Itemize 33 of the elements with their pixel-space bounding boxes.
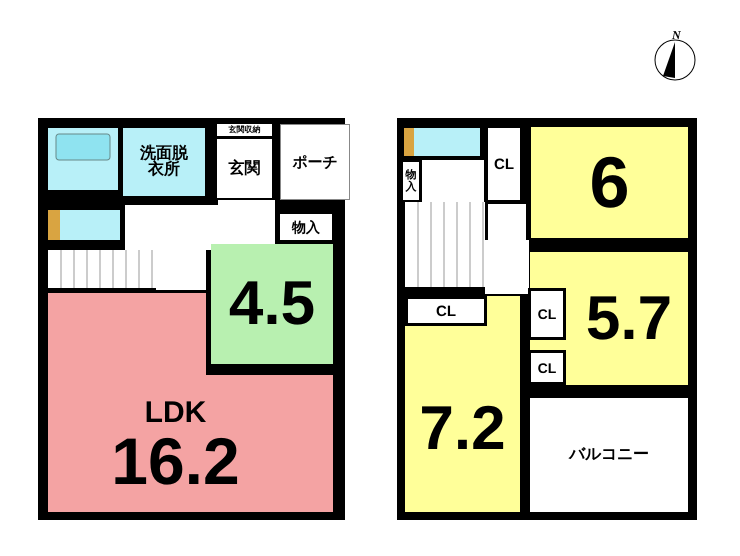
room-area	[528, 350, 566, 385]
room-area	[217, 124, 272, 136]
room-area	[530, 252, 688, 385]
room-area	[405, 296, 520, 512]
room-size: 5.7	[586, 288, 672, 350]
room-name: バルコニー	[569, 447, 649, 463]
room-area	[211, 244, 333, 364]
north-label: N	[672, 28, 681, 43]
room-area	[405, 296, 487, 326]
room-size: 7.2	[419, 398, 506, 460]
room-area	[530, 398, 688, 512]
room-name: 物入	[406, 168, 416, 194]
room-name: 物入	[292, 220, 320, 234]
room-name: ポーチ	[292, 154, 338, 170]
room-area	[531, 127, 688, 238]
room-area	[528, 288, 566, 340]
room-size: 6	[589, 146, 630, 218]
room-area	[280, 124, 350, 200]
room-size: 4.5	[228, 273, 316, 335]
room-name: 洗面脱衣所	[139, 146, 189, 178]
room-area	[403, 162, 419, 200]
room-name: CL	[538, 307, 556, 321]
room-name: 玄関収納	[228, 126, 260, 134]
room-name: 玄関	[228, 160, 260, 176]
room-name: LDK	[144, 398, 206, 428]
room-name: CL	[494, 156, 514, 172]
room-area	[280, 214, 332, 240]
room-area	[488, 128, 520, 200]
room-name: CL	[436, 304, 456, 318]
room-area	[123, 128, 205, 196]
room-area	[217, 139, 272, 198]
room-name: CL	[538, 360, 556, 374]
room-size: 16.2	[111, 428, 240, 494]
